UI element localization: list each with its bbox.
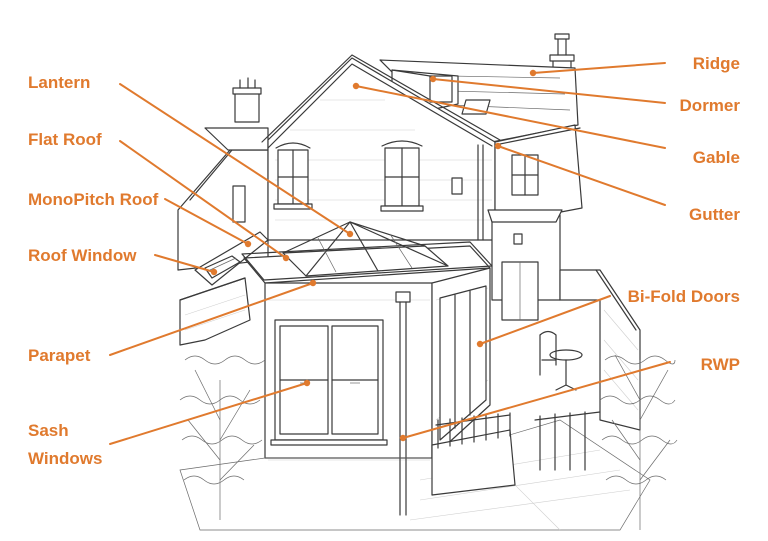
leader-line-rwp [402,361,671,439]
house-illustration [177,33,678,531]
sash-windows [270,319,388,446]
leader-line-lantern [119,83,351,235]
leader-dot-lantern [346,230,354,238]
leader-line-roofwindow [154,254,215,273]
label-parapet: Parapet [28,346,91,365]
leader-dot-dormer [429,75,437,83]
leader-line-parapet [109,282,314,356]
leader-lines [109,62,671,445]
label-dormer: Dormer [680,96,741,115]
gable-wall [261,54,501,241]
leader-dot-gutter [494,142,502,150]
label-gable: Gable [693,148,740,167]
leader-dot-bifold [476,340,484,348]
leader-line-flatroof [119,140,287,259]
label-roof-window: Roof Window [28,246,137,265]
label-bifold-doors: Bi-Fold Doors [628,287,740,306]
railings [431,411,601,496]
leader-line-ridge [532,62,666,74]
callout-labels: Ridge Dormer Gable Gutter Bi-Fold Doors … [28,54,740,468]
leader-dot-gable [352,82,360,90]
label-windows: Windows [28,449,102,468]
label-rwp: RWP [701,355,740,374]
gable-window-right [380,140,424,212]
leader-dot-roofwindow [210,268,218,276]
label-flat-roof: Flat Roof [28,130,102,149]
leader-dot-flatroof [282,254,290,262]
rear-wing [487,124,583,321]
label-monopitch-roof: MonoPitch Roof [28,190,159,209]
leader-line-dormer [432,78,666,104]
label-lantern: Lantern [28,73,90,92]
leader-line-bifold [479,295,611,345]
garden-wall-left [179,277,251,346]
leader-dot-rwp [399,434,407,442]
leader-dot-monopitch [244,240,252,248]
tree-right [599,354,678,530]
rain-water-pipe [395,291,411,516]
leader-line-sash [109,382,308,445]
leader-line-gutter [497,145,666,206]
extension [241,221,493,516]
leader-line-monopitch [164,198,249,245]
leader-dot-ridge [529,69,537,77]
lantern-rooflight [282,221,449,277]
tree-left [179,355,266,520]
label-gutter: Gutter [689,205,740,224]
leader-dot-sash [303,379,311,387]
garden-furniture [539,330,583,391]
bifold-doors [439,285,487,441]
garden-wall-right [559,269,641,431]
label-ridge: Ridge [693,54,740,73]
gable-window-left [273,142,313,210]
label-sash: Sash [28,421,69,440]
leader-line-gable [355,85,666,149]
leader-dot-parapet [309,279,317,287]
